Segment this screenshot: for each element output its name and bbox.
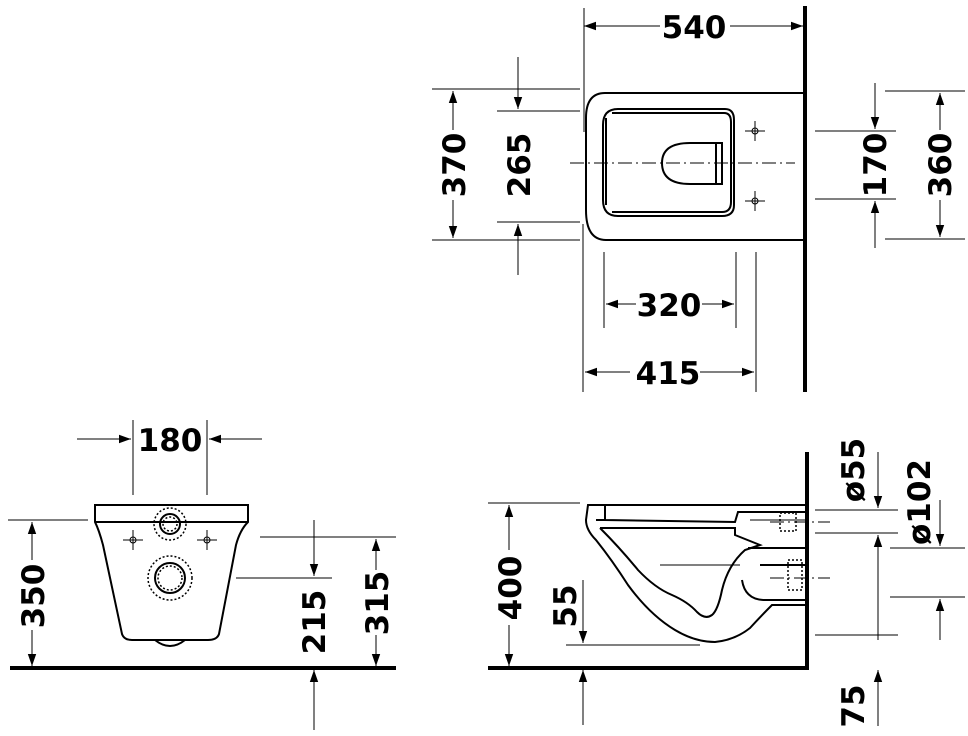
front-view-inlet (153, 507, 187, 541)
side-view-rim (588, 504, 805, 524)
dim-top-length: 540 (662, 10, 727, 46)
side-view-inner-bowl (599, 527, 763, 618)
dim-side-height: 400 (493, 556, 529, 621)
top-view-fixing-hole-upper (745, 121, 765, 141)
dim-top-outer-width: 370 (437, 133, 473, 198)
top-view: 540 370 265 170 360 320 (432, 6, 965, 392)
dim-side-rim-depth: 55 (548, 584, 584, 627)
dim-front-height: 350 (16, 564, 52, 629)
front-view-outlet (147, 555, 193, 601)
dim-top-inner-width: 265 (502, 133, 538, 198)
dim-top-wall-width: 360 (923, 133, 959, 198)
side-view-body-outline (584, 504, 805, 644)
front-view: 180 350 215 315 (8, 420, 396, 730)
dim-top-projection: 415 (636, 356, 701, 392)
dim-side-outlet-dia: ø102 (902, 459, 938, 545)
front-view-body-outline (94, 504, 249, 641)
dim-side-inlet-dia: ø55 (836, 438, 872, 502)
top-view-seat-outline (602, 108, 735, 217)
front-view-fixing-hole-left (123, 530, 143, 550)
side-view-outlet-box (787, 559, 803, 591)
dim-front-fixing-spacing: 180 (138, 423, 203, 459)
front-view-outlet-bump (154, 639, 186, 647)
dim-top-seat-length: 320 (637, 288, 702, 324)
top-view-fixing-hole-lower (745, 191, 765, 211)
top-view-bowl-outline (585, 92, 805, 241)
front-view-fixing-hole-right (197, 530, 217, 550)
dim-side-outlet-offset: 75 (836, 684, 872, 727)
dim-top-fixing-spacing: 170 (858, 133, 894, 198)
dim-front-inlet-height: 315 (360, 571, 396, 636)
side-view: 400 55 ø55 ø102 75 (488, 438, 965, 728)
top-view-seat-inner (605, 112, 732, 213)
dim-front-outlet-height: 215 (297, 590, 333, 655)
side-view-trap (741, 547, 805, 601)
